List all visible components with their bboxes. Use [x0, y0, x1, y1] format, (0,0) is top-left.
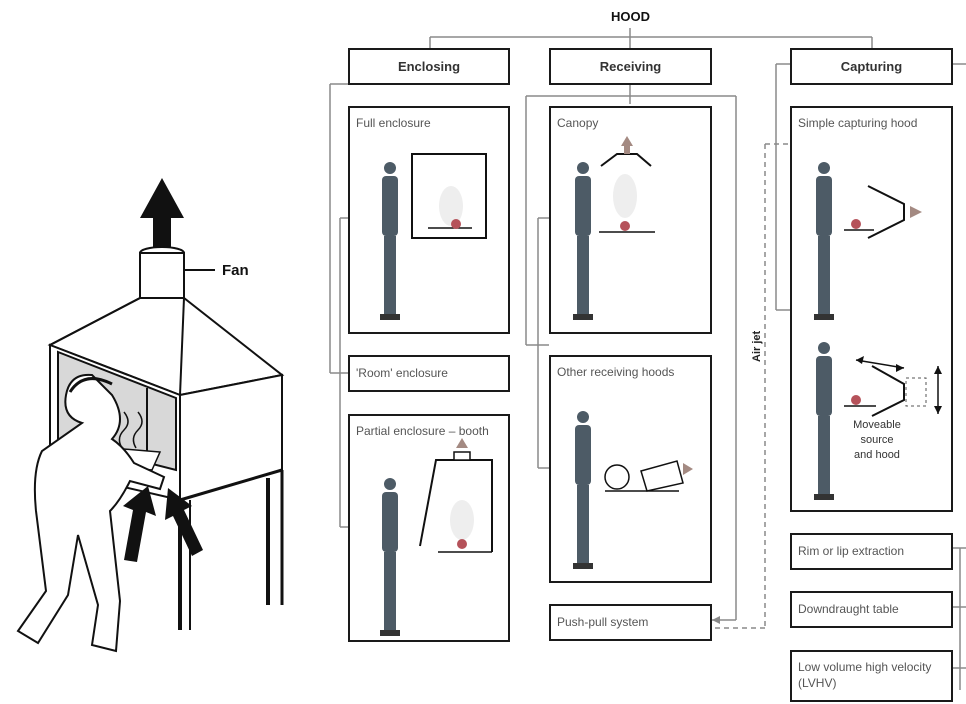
- push-pull-panel: Push-pull system: [549, 604, 712, 641]
- flow-arrow-icon: [621, 136, 633, 146]
- grinding-wheel-icon: [604, 464, 630, 490]
- partial-enclosure-panel: Partial enclosure – booth: [348, 414, 510, 642]
- flow-arrow-icon: [910, 206, 922, 218]
- flow-arrow-icon: [683, 463, 693, 475]
- category-capturing: Capturing: [790, 48, 953, 85]
- airflow-arrow-icon: [123, 486, 156, 562]
- room-enclosure-label: 'Room' enclosure: [356, 366, 448, 380]
- moveable-note-line1: Moveable: [853, 419, 901, 431]
- lvhv-label-line1: Low volume high velocity: [798, 660, 932, 674]
- moveable-note-line2: source: [860, 434, 894, 446]
- category-receiving: Receiving: [549, 48, 712, 85]
- moveable-note-line3: and hood: [854, 449, 900, 461]
- worker-icon: [814, 162, 834, 320]
- full-enclosure-label: Full enclosure: [356, 116, 431, 130]
- simple-capturing-label: Simple capturing hood: [798, 116, 918, 130]
- lvhv-panel: Low volume high velocity (LVHV): [790, 650, 953, 702]
- simple-capturing-panel: Simple capturing hood Moveable source: [790, 106, 953, 512]
- worker-figure: [16, 373, 166, 653]
- partial-enclosure-label: Partial enclosure – booth: [356, 424, 489, 438]
- booth-illustration: [16, 178, 285, 653]
- airflow-arrow-icon: [165, 488, 203, 556]
- canopy-panel: Canopy: [549, 106, 712, 334]
- downdraught-panel: Downdraught table: [790, 591, 953, 628]
- flow-arrow-icon: [456, 438, 468, 448]
- worker-icon: [573, 162, 593, 320]
- exhaust-arrow-icon: [140, 178, 184, 250]
- fan-label: Fan: [222, 262, 249, 279]
- worker-icon: [380, 478, 400, 636]
- push-pull-label: Push-pull system: [557, 615, 649, 629]
- worker-icon: [814, 342, 834, 500]
- air-jet-label: Air jet: [751, 330, 763, 362]
- worker-icon: [380, 162, 400, 320]
- category-enclosing: Enclosing: [348, 48, 510, 85]
- diagram-title: HOOD: [611, 9, 650, 24]
- moveable-note: Moveable source and hood: [842, 418, 912, 463]
- lvhv-label-line2: (LVHV): [798, 676, 837, 690]
- canopy-label: Canopy: [557, 116, 599, 130]
- other-receiving-label: Other receiving hoods: [557, 365, 675, 379]
- other-receiving-panel: Other receiving hoods: [549, 355, 712, 583]
- rim-extraction-label: Rim or lip extraction: [798, 544, 905, 558]
- full-enclosure-panel: Full enclosure: [348, 106, 510, 334]
- worker-icon: [573, 411, 593, 569]
- rim-extraction-panel: Rim or lip extraction: [790, 533, 953, 570]
- room-enclosure-panel: 'Room' enclosure: [348, 355, 510, 392]
- downdraught-label: Downdraught table: [798, 602, 899, 616]
